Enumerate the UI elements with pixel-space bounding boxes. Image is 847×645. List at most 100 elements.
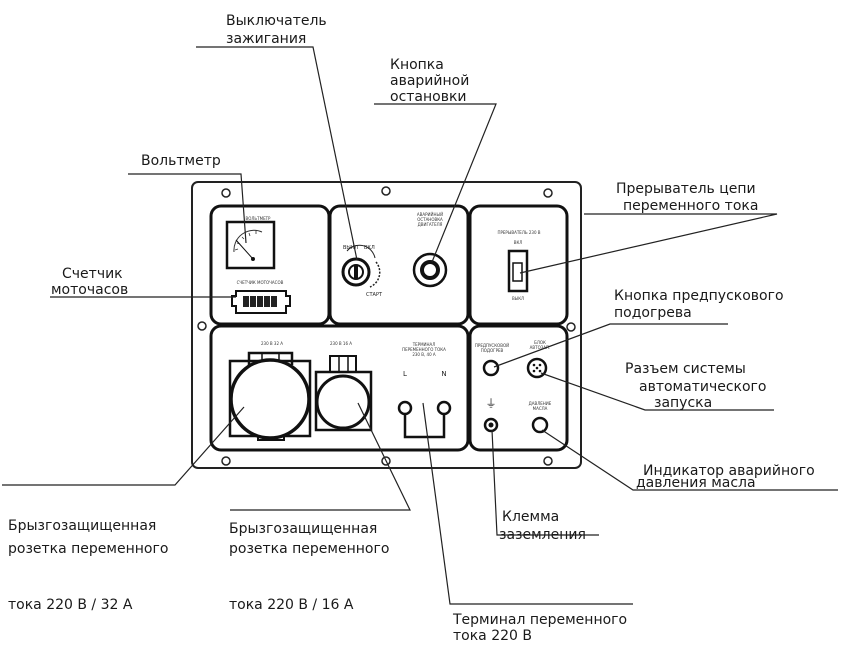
voltmeter-needle xyxy=(235,239,254,260)
leader-terminal xyxy=(422,402,633,605)
ignition-start-label: СТАРТ xyxy=(366,292,383,298)
terminal-title-line-2: ПЕРЕМЕННОГО ТОКА xyxy=(402,347,446,352)
ignition-switch[interactable]: ВЫКЛ ВКЛ СТАРТ xyxy=(341,244,383,298)
label-breaker-line-1: Прерыватель цепи xyxy=(616,181,756,197)
terminal-bracket xyxy=(403,413,446,439)
preheat-knob xyxy=(482,359,500,377)
oil-pressure-indicator: ДАВЛЕНИЕ МАСЛА xyxy=(529,401,552,434)
label-terminal-line-2: тока 220 В xyxy=(453,628,532,644)
autostart-connector[interactable]: БЛОК АВТОЗАП. xyxy=(526,340,551,379)
mounting-hole xyxy=(221,188,231,198)
socket32-lid xyxy=(247,351,294,365)
mounting-hole xyxy=(197,321,207,331)
voltmeter-pivot xyxy=(251,257,255,261)
label-terminal-line-1: Терминал переменного xyxy=(453,612,628,628)
mounting-hole xyxy=(543,456,553,466)
label-estop-line-3: остановки xyxy=(390,89,467,105)
estop-button xyxy=(420,260,440,280)
terminal-title-line-1: ТЕРМИНАЛ xyxy=(412,342,436,347)
autostart-title-line-2: АВТОЗАП. xyxy=(530,345,551,350)
socket32-face xyxy=(229,358,311,440)
label-socket16-line-1: Брызгозащищенная xyxy=(229,521,378,537)
leader-ground xyxy=(491,429,599,536)
label-autostart-line-1: Разъем системы xyxy=(625,361,746,377)
oil-title-line-1: ДАВЛЕНИЕ xyxy=(529,401,552,406)
label-socket32-line-2: розетка переменного xyxy=(8,541,169,557)
ignition-panel xyxy=(328,204,470,326)
ignition-key-slot xyxy=(354,265,358,279)
breaker-off-label: ВЫКЛ xyxy=(512,296,524,301)
label-autostart-line-2: автоматического xyxy=(639,379,767,395)
circuit-breaker[interactable]: ПРЕРЫВАТЕЛЬ 230 В ВКЛ ВЫКЛ xyxy=(497,230,540,301)
ignition-start-arc xyxy=(369,261,381,288)
leader-oil xyxy=(541,429,838,491)
estop-title-line-1: АВАРИЙНЫЙ xyxy=(417,212,443,217)
terminal-title-line-3: 230 В, 40 А xyxy=(412,352,436,357)
ac-terminal[interactable]: ТЕРМИНАЛ ПЕРЕМЕННОГО ТОКА 230 В, 40 А L … xyxy=(397,342,452,439)
label-ground-line-2: заземления xyxy=(499,527,586,543)
mounting-hole xyxy=(221,456,231,466)
label-socket32-line-3: тока 220 В / 32 А xyxy=(8,597,133,613)
preheat-title-line-1: ПРЕДПУСКОВОЙ xyxy=(475,343,509,348)
label-socket16-line-3: тока 220 В / 16 А xyxy=(229,597,354,613)
mounting-holes xyxy=(197,186,576,466)
leader-emergency-stop xyxy=(374,103,497,263)
label-autostart-line-3: запуска xyxy=(654,395,713,411)
label-estop-line-2: аварийной xyxy=(390,73,470,89)
emergency-stop[interactable]: АВАРИЙНЫЙ ОСТАНОВКА ДВИГАТЕЛЯ xyxy=(412,212,448,288)
mounting-hole xyxy=(381,186,391,196)
ground-symbol: ⏚ xyxy=(486,397,497,410)
autostart-title-line-1: БЛОК xyxy=(534,340,546,345)
label-oil-line-2: давления масла xyxy=(636,475,756,491)
hour-meter: СЧЕТЧИК МОТОЧАСОВ xyxy=(231,280,291,314)
label-voltmeter: Вольтметр xyxy=(141,153,221,169)
label-estop-line-1: Кнопка xyxy=(390,57,444,73)
label-socket32-line-1: Брызгозащищенная xyxy=(8,518,157,534)
terminal-l-post xyxy=(397,400,413,416)
breaker-lever xyxy=(512,262,523,282)
label-oil-line-1: Индикатор аварийного xyxy=(643,463,815,479)
label-preheat-line-1: Кнопка предпускового xyxy=(614,288,784,304)
voltmeter: ВОЛЬТМЕТР xyxy=(225,216,276,270)
terminal-n-label: N xyxy=(441,370,446,378)
preheat-title-line-2: ПОДОГРЕВ xyxy=(481,348,504,353)
leader-lines xyxy=(2,46,838,605)
estop-title-line-2: ОСТАНОВКА xyxy=(417,217,443,222)
socket-32a[interactable]: 230 В 32 А xyxy=(228,341,312,441)
label-ignition-line-1: Выключатель xyxy=(226,13,327,29)
leader-voltmeter xyxy=(128,173,247,244)
ground-terminal[interactable]: ⏚ xyxy=(483,397,499,433)
terminal-l-label: L xyxy=(403,370,407,378)
label-preheat-line-2: подогрева xyxy=(614,305,692,321)
leader-preheat xyxy=(493,323,728,368)
breaker-on-label: ВКЛ xyxy=(514,240,523,245)
mounting-hole xyxy=(543,188,553,198)
leader-socket16 xyxy=(230,402,411,511)
leader-socket32 xyxy=(2,406,245,486)
hour-meter-digits xyxy=(243,296,277,307)
leader-ignition xyxy=(196,46,358,261)
socket-16a[interactable]: 230 В 16 А xyxy=(314,341,373,432)
ground-post-inner xyxy=(488,422,494,428)
label-hour-meter-line-1: Счетчик xyxy=(62,266,123,282)
terminal-n-post xyxy=(436,400,452,416)
label-breaker-line-2: переменного тока xyxy=(623,198,759,214)
oil-title-line-2: МАСЛА xyxy=(533,406,548,411)
ignition-arc xyxy=(346,244,376,259)
hour-meter-title: СЧЕТЧИК МОТОЧАСОВ xyxy=(237,280,284,285)
leader-breaker xyxy=(519,213,778,274)
socket32-rating: 230 В 32 А xyxy=(261,341,283,346)
socket16-rating: 230 В 16 А xyxy=(330,341,352,346)
mounting-hole xyxy=(566,322,576,332)
estop-title-line-3: ДВИГАТЕЛЯ xyxy=(418,222,443,227)
voltmeter-title: ВОЛЬТМЕТР xyxy=(246,216,272,221)
socket16-face xyxy=(315,374,371,430)
breaker-title: ПРЕРЫВАТЕЛЬ 230 В xyxy=(497,230,540,235)
preheat-button[interactable]: ПРЕДПУСКОВОЙ ПОДОГРЕВ xyxy=(475,343,509,377)
label-ignition-line-2: зажигания xyxy=(226,31,307,47)
label-socket16-line-2: розетка переменного xyxy=(229,541,390,557)
label-hour-meter-line-2: моточасов xyxy=(51,282,129,298)
leader-autostart xyxy=(540,372,774,411)
label-ground-line-1: Клемма xyxy=(502,509,560,525)
